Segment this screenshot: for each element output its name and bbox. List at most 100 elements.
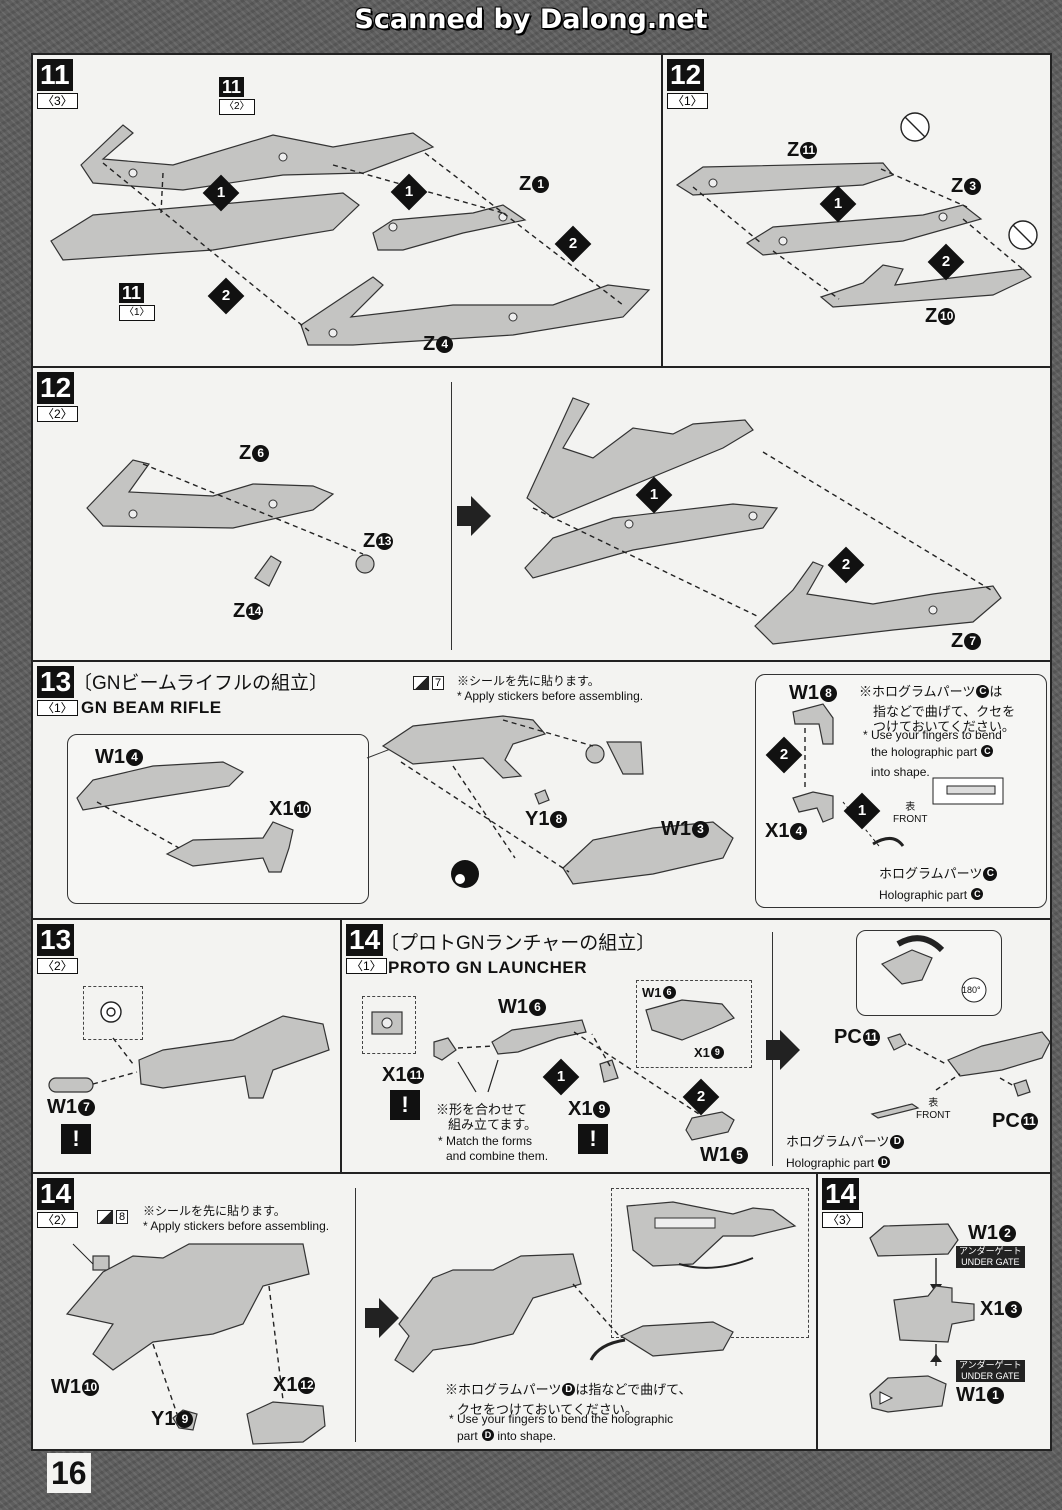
step-number: 13 〈2〉 (37, 924, 78, 974)
order-marker-2: 2 (927, 243, 965, 281)
sticker-icon (413, 676, 429, 690)
step-title-en: PROTO GN LAUNCHER (388, 958, 587, 977)
step-11-3-parts-illustration (50, 124, 651, 346)
sticker-icon (97, 1210, 113, 1224)
step-13-1-panel: 13 〈1〉 〔GNビームライフルの組立〕 GN BEAM RIFLE 7 ※シ… (31, 660, 1052, 920)
step-12-1-parts-illustration (675, 112, 1038, 308)
sticker-note-jp: ※シールを先に貼ります。 (457, 674, 600, 688)
reference-step-a: 11 〈2〉 (219, 77, 255, 115)
detail-inset-b (636, 980, 752, 1068)
holo-note-en: * Use your fingers to bend the holograph… (449, 1412, 674, 1443)
step-14-1-parts-illustration (371, 935, 1050, 1141)
order-marker-1: 1 (635, 476, 673, 514)
step-number: 14 〈1〉 (346, 924, 387, 974)
page-number: 16 (47, 1453, 91, 1493)
sticker-note: 7 (413, 676, 445, 690)
step-number: 14 〈3〉 (822, 1178, 863, 1228)
order-marker-1: 1 (843, 792, 881, 830)
step-13-1-parts-illustration (76, 703, 1004, 888)
next-arrow (457, 496, 491, 536)
scan-watermark: Scanned by Dalong.net (354, 4, 708, 35)
step-number: 11 〈3〉 (37, 59, 78, 109)
next-arrow (365, 1298, 399, 1338)
reference-step-b: 11 〈1〉 (119, 283, 155, 321)
step-12-2-parts-illustration (86, 397, 1002, 645)
divider (451, 382, 452, 650)
order-marker-2a: 2 (554, 225, 592, 263)
step-number: 13 〈1〉 (37, 666, 78, 716)
step-13-2-parts-illustration (48, 1001, 330, 1099)
order-marker-2: 2 (682, 1078, 720, 1116)
next-arrow (766, 1030, 800, 1070)
step-title-jp: 〔プロトGNランチャーの組立〕 (380, 933, 656, 954)
step-title-en: GN BEAM RIFLE (81, 698, 222, 717)
step-14-3-parts-illustration (869, 1223, 975, 1413)
order-marker-2b: 2 (207, 277, 245, 315)
step-14-2-parts-illustration (65, 1201, 797, 1445)
detail-inset (83, 986, 143, 1040)
warning-icon: ! (61, 1124, 91, 1154)
holo-note-en: * Use your fingers to bend the holograph… (863, 728, 1002, 779)
order-marker-2: 2 (765, 736, 803, 774)
step-title-jp: 〔GNビームライフルの組立〕 (73, 673, 328, 694)
order-marker-1: 1 (819, 185, 857, 223)
step-number: 12 〈2〉 (37, 372, 78, 422)
step-number: 12 〈1〉 (667, 59, 708, 109)
step-14-1-panel: 14 〈1〉 〔プロトGNランチャーの組立〕 PROTO GN LAUNCHER… (340, 918, 1052, 1174)
detail-inset-a (362, 996, 416, 1054)
sticker-note-jp: ※シールを先に貼ります。 (143, 1204, 286, 1218)
rotate-label: 180° (962, 985, 981, 995)
order-marker-1b: 1 (390, 173, 428, 211)
match-note-jp: ※形を合わせて組み立てます。 (436, 1102, 538, 1132)
divider (355, 1188, 356, 1442)
warning-icon-b: ! (578, 1124, 608, 1154)
order-marker-1: 1 (542, 1058, 580, 1096)
step-14-2-panel: 14 〈2〉 8 ※シールを先に貼ります。 * Apply stickers b… (31, 1172, 818, 1451)
sticker-note: 8 (97, 1210, 129, 1224)
step-number: 14 〈2〉 (37, 1178, 78, 1228)
